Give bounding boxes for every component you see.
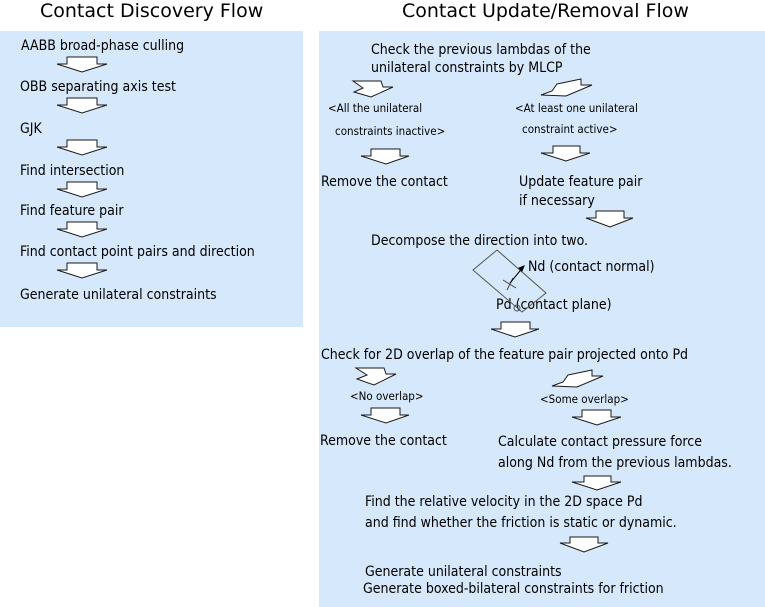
relative-velocity-line1: Find the relative velocity in the 2D spa… xyxy=(365,494,643,510)
update-panel xyxy=(319,31,765,607)
arrow-diag-right-2 xyxy=(551,369,604,388)
cond-all-inactive-line2: constraints inactive> xyxy=(335,124,446,138)
step-obb: OBB separating axis test xyxy=(20,79,176,95)
discovery-title: Contact Discovery Flow xyxy=(40,0,264,22)
remove-contact-2: Remove the contact xyxy=(320,433,447,449)
gen-unilateral-text: Generate unilateral constraints xyxy=(365,564,562,580)
arrow-down-update xyxy=(585,210,634,228)
step-aabb: AABB broad-phase culling xyxy=(21,38,185,54)
calc-pressure-line2: along Nd from the previous lambdas. xyxy=(498,455,732,471)
arrow-down-pd xyxy=(490,321,540,338)
contact-plane-shape xyxy=(472,249,547,313)
step-find-feature-pair: Find feature pair xyxy=(20,203,124,219)
update-feature-line2: if necessary xyxy=(519,193,595,209)
cond-some-overlap: <Some overlap> xyxy=(540,392,629,406)
arrow-diag-left-2 xyxy=(354,367,397,386)
arrow-left-1 xyxy=(56,56,108,73)
nd-label: Nd (contact normal) xyxy=(528,259,655,275)
cond-no-overlap: <No overlap> xyxy=(350,389,424,403)
check-lambdas-line1: Check the previous lambdas of the xyxy=(371,42,591,58)
arrow-down-some-overlap xyxy=(571,409,622,426)
cond-one-active-line2: constraint active> xyxy=(522,122,618,136)
arrow-down-velocity xyxy=(559,536,609,553)
update-title: Contact Update/Removal Flow xyxy=(402,0,689,22)
cond-all-inactive-line1: <All the unilateral xyxy=(328,101,423,115)
arrow-left-6 xyxy=(56,262,108,279)
arrow-diag-right-1 xyxy=(540,78,593,97)
calc-pressure-line1: Calculate contact pressure force xyxy=(498,434,702,450)
plane-point xyxy=(513,304,521,312)
decompose-text: Decompose the direction into two. xyxy=(371,233,589,249)
arrow-diag-left-1 xyxy=(351,80,394,98)
gen-boxed-text: Generate boxed-bilateral constraints for… xyxy=(363,581,664,597)
arrow-left-4 xyxy=(56,181,108,198)
arrow-left-2 xyxy=(56,97,108,114)
arrow-left-3 xyxy=(56,139,108,156)
relative-velocity-line2: and find whether the friction is static … xyxy=(365,515,677,531)
arrow-down-inactive xyxy=(360,148,410,165)
update-feature-line1: Update feature pair xyxy=(519,174,643,190)
step-find-intersection: Find intersection xyxy=(20,163,125,179)
step-generate-unilateral: Generate unilateral constraints xyxy=(20,287,217,303)
step-find-contact-points: Find contact point pairs and direction xyxy=(20,244,255,260)
arrow-down-no-overlap xyxy=(360,407,410,424)
step-gjk: GJK xyxy=(20,121,42,137)
check-overlap-text: Check for 2D overlap of the feature pair… xyxy=(321,347,689,363)
pd-label: Pd (contact plane) xyxy=(496,297,612,313)
arrow-left-5 xyxy=(56,221,108,238)
cond-one-active-line1: <At least one unilateral xyxy=(515,101,638,115)
remove-contact-1: Remove the contact xyxy=(321,174,448,190)
normal-arrow-head xyxy=(518,265,525,272)
arrow-down-active xyxy=(540,145,591,162)
check-lambdas-line2: unilateral constraints by MLCP xyxy=(371,60,563,76)
discovery-panel xyxy=(0,31,303,327)
arrow-down-pressure xyxy=(571,475,622,491)
